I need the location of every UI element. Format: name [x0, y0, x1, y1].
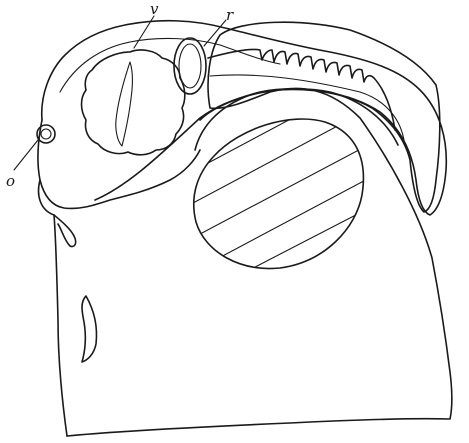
outer-body-outline [67, 22, 452, 436]
o-leader-line [14, 140, 38, 170]
lower-hook [82, 296, 97, 362]
hatched-cavity-outline [194, 119, 364, 269]
inner-arch [95, 89, 398, 200]
label-v: v [150, 0, 159, 18]
cavity-hatching [180, 98, 375, 280]
v-leader-line [134, 16, 154, 48]
r-oval-inner [179, 44, 201, 88]
label-r: r [226, 6, 234, 24]
label-o: o [6, 172, 15, 190]
lower-left-notch [54, 215, 76, 247]
serrated-folds-base [210, 75, 404, 140]
ventricle-mass [82, 50, 185, 155]
inner-lining [60, 38, 280, 92]
left-body-outline [54, 215, 67, 436]
o-ring-inner [41, 129, 51, 139]
ventricle-cleft [116, 62, 133, 146]
